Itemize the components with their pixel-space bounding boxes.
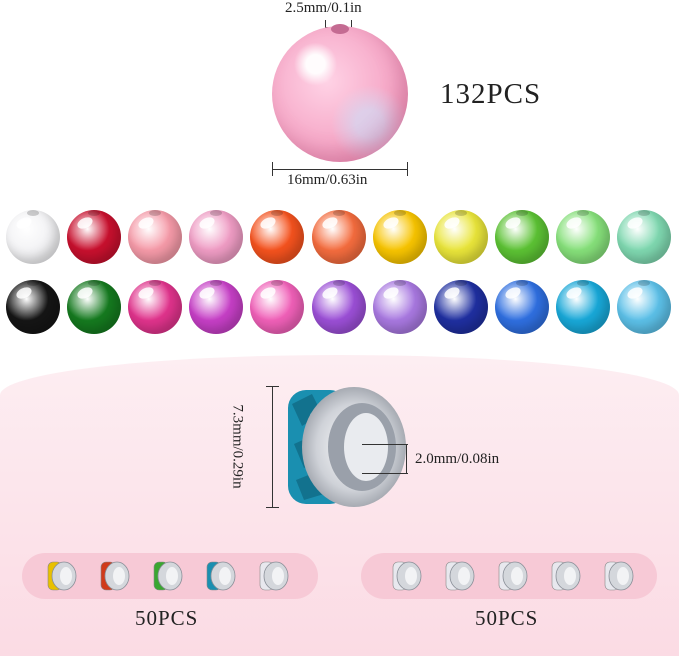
bead-light-pink (128, 210, 183, 264)
bead-light-blue (617, 280, 671, 334)
hole2-dimension-tick-top (362, 444, 408, 445)
bead-green (494, 210, 549, 264)
left-count-label: 50PCS (135, 606, 199, 630)
height-label: 7.3mm/0.29in (229, 404, 246, 489)
mini-rondelle (551, 561, 581, 591)
bead-cyan (555, 280, 610, 334)
bead-mint (617, 210, 671, 264)
right-count-label: 50PCS (475, 606, 539, 630)
bead-light-green (555, 210, 610, 264)
bead-coral (311, 210, 366, 264)
height-dimension-line (272, 386, 273, 508)
bead-purple-pink (189, 280, 244, 334)
rondelle-hole-label: 2.0mm/0.08in (415, 451, 500, 467)
bead-magenta (128, 280, 183, 334)
bead-lemon (433, 210, 488, 264)
bead-dimension-line (272, 169, 408, 170)
bead-dimension-tick-left (272, 162, 273, 176)
bead-navy (433, 280, 488, 334)
bead-lavender (372, 280, 427, 334)
mini-rondelle (206, 561, 236, 591)
mini-rondelle (100, 561, 130, 591)
rhinestone-rondelle-large (288, 387, 406, 507)
hero-pink-bead (272, 26, 408, 162)
mini-rondelle (445, 561, 475, 591)
bead-blue (494, 280, 549, 334)
bead-dark-green (67, 280, 122, 334)
mini-rondelle (47, 561, 77, 591)
mini-rondelle (392, 561, 422, 591)
height-dimension-tick-top (266, 386, 279, 387)
bead-size-label: 16mm/0.63in (287, 172, 368, 188)
bead-row-1 (0, 210, 679, 266)
height-dimension-tick-bottom (266, 507, 279, 508)
mini-rondelle (259, 561, 289, 591)
hero-bead-hole (331, 24, 349, 34)
bead-white (6, 210, 60, 264)
bead-hot-pink (250, 280, 305, 334)
bead-pink (189, 210, 244, 264)
hole2-dimension-line (406, 444, 407, 474)
bead-row-2 (0, 280, 679, 336)
bead-black (6, 280, 60, 334)
count-label-132: 132PCS (440, 78, 542, 110)
hole2-dimension-tick-bottom (362, 473, 408, 474)
bead-red (67, 210, 122, 264)
bead-orange-red (250, 210, 305, 264)
mini-rondelle (604, 561, 634, 591)
bead-dimension-tick-right (407, 162, 408, 176)
bead-violet (311, 280, 366, 334)
mini-rondelle (498, 561, 528, 591)
bead-yellow (372, 210, 427, 264)
mini-rondelle (153, 561, 183, 591)
hole-size-label: 2.5mm/0.1in (285, 0, 362, 16)
